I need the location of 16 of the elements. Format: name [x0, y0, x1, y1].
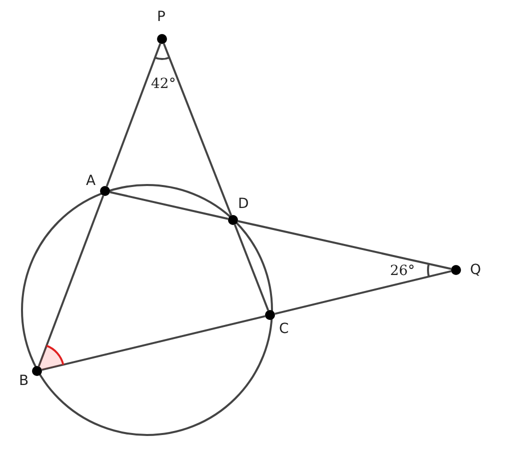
line-segment: [274, 270, 452, 315]
line-segment: [38, 195, 104, 367]
angle-label: 42°: [151, 76, 176, 92]
line-segment: [110, 191, 228, 220]
line-segment: [42, 315, 266, 371]
line-segment: [162, 43, 232, 216]
line-segment: [238, 220, 452, 270]
line-segment: [106, 43, 162, 187]
point-label: C: [279, 321, 289, 337]
point-label: B: [19, 373, 29, 389]
point-label: A: [86, 173, 96, 189]
point-label: D: [238, 196, 249, 212]
angle-label: 26°: [390, 263, 415, 279]
line-segment: [234, 224, 270, 311]
point-label: Q: [470, 262, 482, 278]
point-label: P: [157, 9, 166, 25]
